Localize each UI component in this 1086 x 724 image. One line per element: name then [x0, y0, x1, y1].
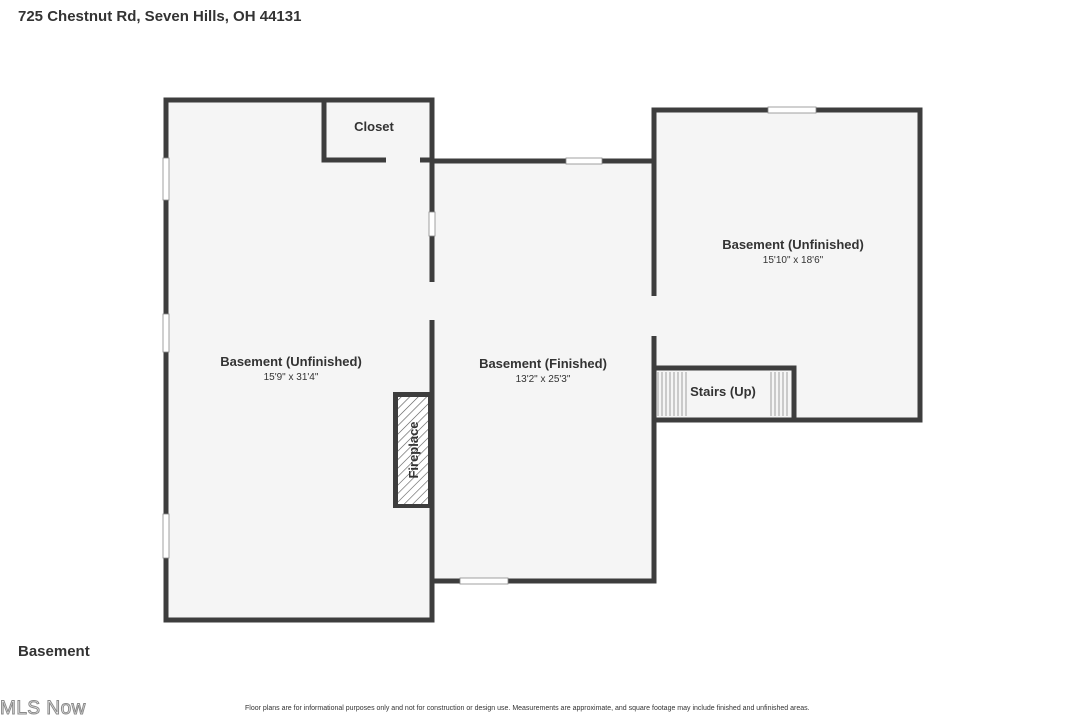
door-openings: [386, 157, 657, 336]
windows: [162, 106, 817, 585]
room-left-name: Basement (Unfinished): [220, 354, 362, 369]
room-left-floor: [166, 100, 432, 620]
window: [459, 577, 509, 585]
fireplace: [393, 392, 431, 508]
stairs-label: Stairs (Up): [690, 384, 756, 399]
window: [162, 157, 170, 201]
room-right-name: Basement (Unfinished): [722, 237, 864, 252]
disclaimer-text: Floor plans are for informational purpos…: [245, 705, 810, 712]
window: [428, 211, 436, 237]
floor-label: Basement: [18, 643, 90, 660]
room-center-dims: 13'2" x 25'3": [516, 374, 571, 385]
window: [162, 313, 170, 353]
window: [565, 157, 603, 165]
listing-address: 725 Chestnut Rd, Seven Hills, OH 44131: [18, 8, 302, 25]
room-right-dims: 15'10" x 18'6": [763, 255, 824, 266]
window: [767, 106, 817, 114]
closet-label: Closet: [354, 119, 394, 134]
walls: [163, 97, 923, 623]
room-left-dims: 15'9" x 31'4": [264, 372, 319, 383]
room-center-name: Basement (Finished): [479, 356, 607, 371]
fireplace-label: Fireplace: [406, 421, 421, 478]
room-center-floor: [432, 161, 654, 581]
window: [162, 513, 170, 559]
brand-watermark: MLS Now: [0, 698, 86, 720]
stairs-treads: [657, 372, 788, 416]
